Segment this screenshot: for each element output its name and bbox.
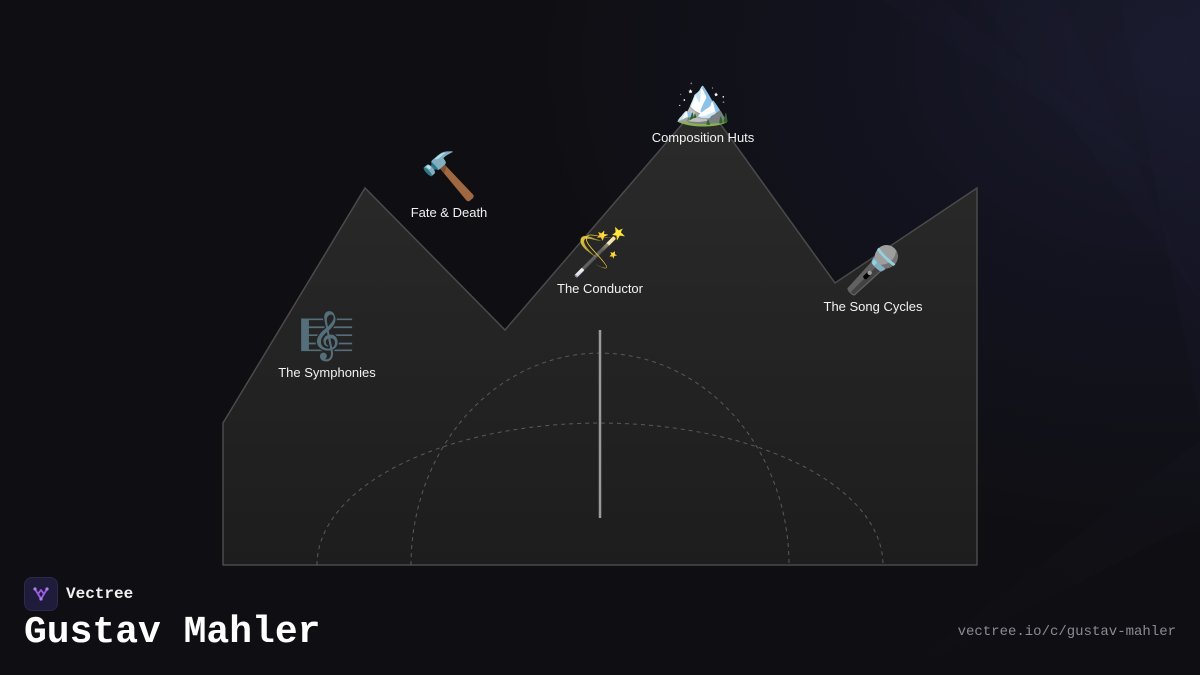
node-fate-death[interactable]: 🔨 Fate & Death <box>369 149 529 221</box>
magic-wand-icon: 🪄 <box>571 225 629 279</box>
node-song-cycles[interactable]: 🎤 The Song Cycles <box>793 243 953 315</box>
branching-tree-logo-icon <box>24 577 58 611</box>
node-label: The Symphonies <box>278 365 376 380</box>
page-url[interactable]: vectree.io/c/gustav-mahler <box>957 624 1176 640</box>
node-label: Composition Huts <box>651 130 755 145</box>
node-label: The Conductor <box>557 281 643 296</box>
outer-arc <box>316 422 884 565</box>
page-title: Gustav Mahler <box>24 611 321 654</box>
brand[interactable]: Vectree <box>24 577 133 611</box>
node-label: The Song Cycles <box>823 299 923 314</box>
hammer-icon: 🔨 <box>420 149 478 203</box>
microphone-icon: 🎤 <box>844 243 902 297</box>
node-conductor[interactable]: 🪄 The Conductor <box>520 225 680 297</box>
brand-name: Vectree <box>66 585 134 603</box>
musical-score-icon: 🎼 <box>298 309 356 363</box>
snowcapped-mountain-icon: 🏔️ <box>674 74 732 128</box>
node-label: Fate & Death <box>410 205 488 220</box>
node-composition-huts[interactable]: 🏔️ Composition Huts <box>623 74 783 146</box>
node-symphonies[interactable]: 🎼 The Symphonies <box>247 309 407 381</box>
